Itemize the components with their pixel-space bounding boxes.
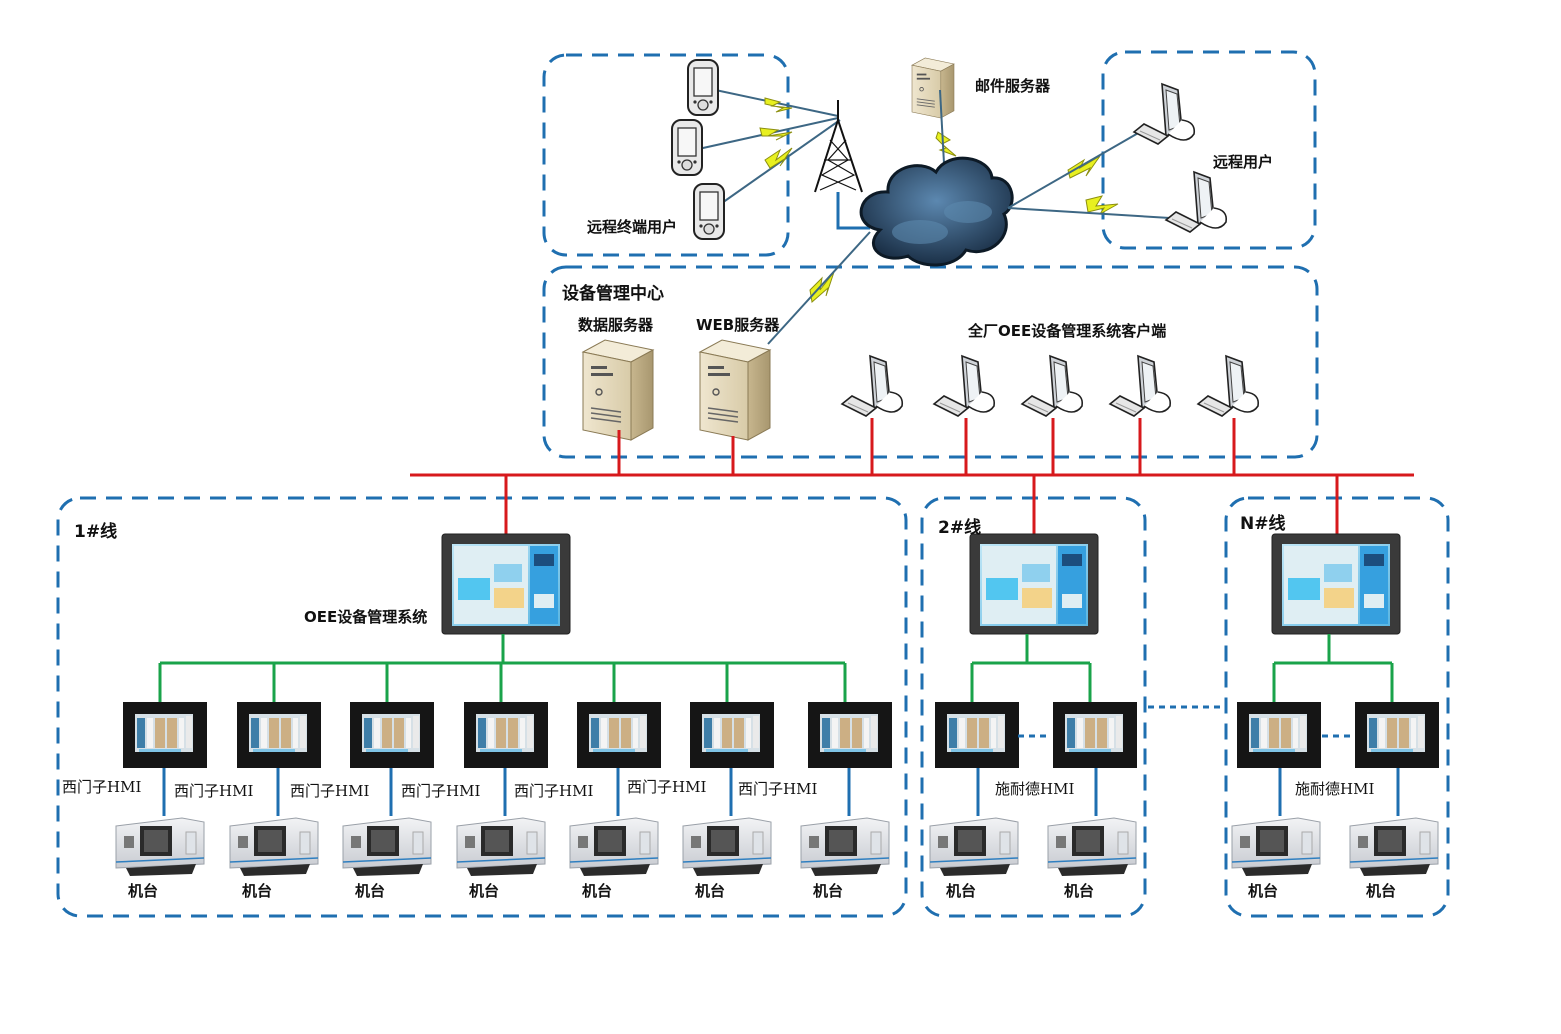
pda-icon bbox=[671, 119, 703, 176]
management-center-title: 设备管理中心 bbox=[562, 284, 664, 304]
oee-client-workstation-icon bbox=[933, 355, 996, 417]
machine-icon bbox=[929, 817, 1019, 877]
zone-management-center bbox=[542, 265, 1319, 459]
mail-server-icon bbox=[911, 57, 955, 119]
oee-client-workstation-icon bbox=[1021, 355, 1084, 417]
pda-icon bbox=[693, 183, 725, 240]
line-2-title: 2#线 bbox=[938, 518, 982, 538]
siemens-hmi-label: 西门子HMI bbox=[627, 778, 707, 796]
line-n-title: N#线 bbox=[1240, 514, 1286, 534]
machine-icon bbox=[1349, 817, 1439, 877]
dotted-connectors bbox=[1018, 705, 1352, 738]
schneider-hmi-label: 施耐德HMI bbox=[995, 780, 1075, 798]
machine-icon bbox=[229, 817, 319, 877]
schneider-hmi-icon bbox=[1237, 702, 1321, 768]
radio-tower-icon bbox=[814, 100, 863, 193]
remote-user-workstation-icon bbox=[1133, 83, 1196, 145]
remote-users-label: 远程用户 bbox=[1213, 153, 1274, 171]
schneider-hmi-icon bbox=[1053, 702, 1137, 768]
zone-remote-terminals bbox=[542, 53, 790, 257]
oee-panel-line-1 bbox=[441, 533, 571, 635]
machine-label: 机台 bbox=[813, 882, 844, 900]
web-server-icon bbox=[699, 339, 771, 441]
oee-panel-line-2 bbox=[969, 533, 1099, 635]
machine-icon bbox=[456, 817, 546, 877]
machine-label: 机台 bbox=[242, 882, 273, 900]
machine-label: 机台 bbox=[355, 882, 386, 900]
remote-user-workstation-icon bbox=[1165, 171, 1228, 233]
tower-cloud-link bbox=[836, 192, 870, 230]
siemens-hmi-icon bbox=[123, 702, 207, 768]
siemens-hmi-icon bbox=[690, 702, 774, 768]
machine-icon bbox=[569, 817, 659, 877]
schneider-hmi-label: 施耐德HMI bbox=[1295, 780, 1375, 798]
machine-label: 机台 bbox=[1366, 882, 1397, 900]
machine-icon bbox=[115, 817, 205, 877]
zone-remote-users bbox=[1101, 50, 1317, 250]
line-1-title: 1#线 bbox=[74, 522, 118, 542]
oee-panel-line-n bbox=[1271, 533, 1401, 635]
machine-label: 机台 bbox=[128, 882, 159, 900]
oee-clients-label: 全厂OEE设备管理系统客户端 bbox=[968, 322, 1167, 340]
siemens-hmi-label: 西门子HMI bbox=[401, 782, 481, 800]
oee-client-workstation-icon bbox=[1109, 355, 1172, 417]
machine-icon bbox=[682, 817, 772, 877]
schneider-hmi-icon bbox=[1355, 702, 1439, 768]
oee-system-label: OEE设备管理系统 bbox=[304, 608, 428, 626]
machine-label: 机台 bbox=[1248, 882, 1279, 900]
machine-label: 机台 bbox=[946, 882, 977, 900]
machine-label: 机台 bbox=[582, 882, 613, 900]
siemens-hmi-icon bbox=[808, 702, 892, 768]
machine-label: 机台 bbox=[469, 882, 500, 900]
siemens-hmi-icon bbox=[350, 702, 434, 768]
machine-label: 机台 bbox=[1064, 882, 1095, 900]
ethernet-bus bbox=[410, 418, 1414, 534]
siemens-hmi-label: 西门子HMI bbox=[174, 782, 254, 800]
machine-icon bbox=[800, 817, 890, 877]
web-server-label: WEB服务器 bbox=[696, 316, 780, 334]
siemens-hmi-label: 西门子HMI bbox=[738, 780, 818, 798]
siemens-hmi-icon bbox=[237, 702, 321, 768]
mail-server-label: 邮件服务器 bbox=[975, 77, 1051, 95]
remote-terminals-label: 远程终端用户 bbox=[587, 218, 678, 236]
oee-client-workstations bbox=[841, 355, 1260, 417]
siemens-hmi-label: 西门子HMI bbox=[290, 782, 370, 800]
siemens-hmi-label: 西门子HMI bbox=[514, 782, 594, 800]
cloud-remote-links bbox=[767, 131, 1171, 345]
machine-icon bbox=[1231, 817, 1321, 877]
siemens-hmi-icon bbox=[577, 702, 661, 768]
machine-label: 机台 bbox=[695, 882, 726, 900]
zone-line-1 bbox=[56, 496, 908, 918]
line-devices bbox=[115, 634, 1439, 877]
lightning-bolts bbox=[759, 97, 1119, 303]
siemens-hmi-label: 西门子HMI bbox=[62, 778, 142, 796]
machine-icon bbox=[1047, 817, 1137, 877]
schneider-hmi-icon bbox=[935, 702, 1019, 768]
internet-cloud-icon bbox=[859, 156, 1014, 267]
machine-icon bbox=[342, 817, 432, 877]
oee-client-workstation-icon bbox=[841, 355, 904, 417]
oee-client-workstation-icon bbox=[1197, 355, 1260, 417]
pda-icon bbox=[687, 59, 719, 116]
data-server-icon bbox=[582, 339, 654, 441]
siemens-hmi-icon bbox=[464, 702, 548, 768]
data-server-label: 数据服务器 bbox=[578, 316, 654, 334]
